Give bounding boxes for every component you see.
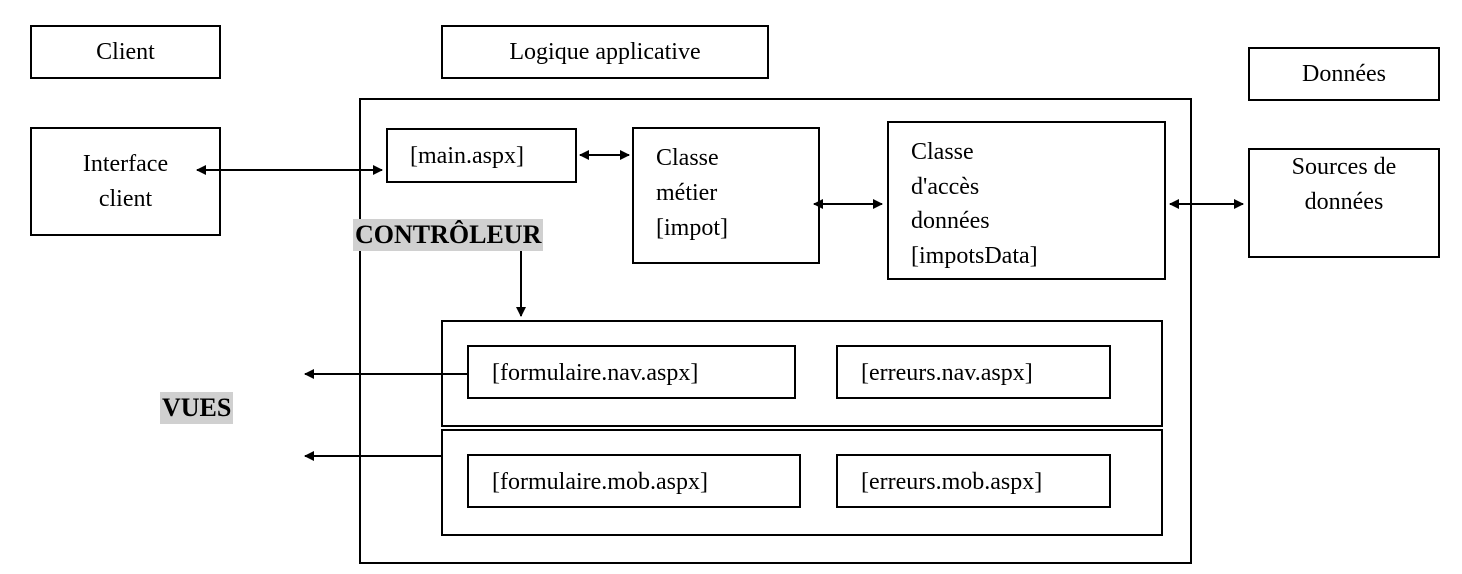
- erreurs-mob-label: [erreurs.mob.aspx]: [861, 469, 1043, 495]
- erreurs-mob-box: [erreurs.mob.aspx]: [836, 454, 1111, 508]
- tier-data-label: Données: [1302, 61, 1386, 87]
- sources-donnees-label: Sources de données: [1291, 154, 1397, 215]
- formulaire-nav-box: [formulaire.nav.aspx]: [467, 345, 796, 399]
- formulaire-nav-label: [formulaire.nav.aspx]: [492, 360, 699, 386]
- tier-logic-box: Logique applicative: [441, 25, 769, 79]
- metier-label: Classe métier [impot]: [656, 145, 728, 241]
- tier-data-box: Données: [1248, 47, 1440, 101]
- application-container: [359, 98, 1192, 564]
- metier-box: Classe métier [impot]: [632, 127, 820, 264]
- erreurs-nav-box: [erreurs.nav.aspx]: [836, 345, 1111, 399]
- main-aspx-box: [main.aspx]: [386, 128, 577, 183]
- interface-client-label: Interface client: [82, 150, 169, 212]
- acces-donnees-box: Classe d'accès données [impotsData]: [887, 121, 1166, 280]
- formulaire-mob-label: [formulaire.mob.aspx]: [492, 469, 708, 495]
- erreurs-nav-label: [erreurs.nav.aspx]: [861, 360, 1033, 386]
- interface-client-box: Interface client: [30, 127, 221, 236]
- sources-donnees-box: Sources de données: [1248, 148, 1440, 258]
- formulaire-mob-box: [formulaire.mob.aspx]: [467, 454, 801, 508]
- main-aspx-label: [main.aspx]: [410, 143, 524, 169]
- acces-donnees-label: Classe d'accès données [impotsData]: [911, 139, 1038, 269]
- tier-client-box: Client: [30, 25, 221, 79]
- tier-client-label: Client: [96, 39, 155, 65]
- tier-logic-label: Logique applicative: [509, 39, 701, 65]
- vues-tag: VUES: [160, 392, 234, 424]
- controleur-tag: CONTRÔLEUR: [353, 219, 544, 251]
